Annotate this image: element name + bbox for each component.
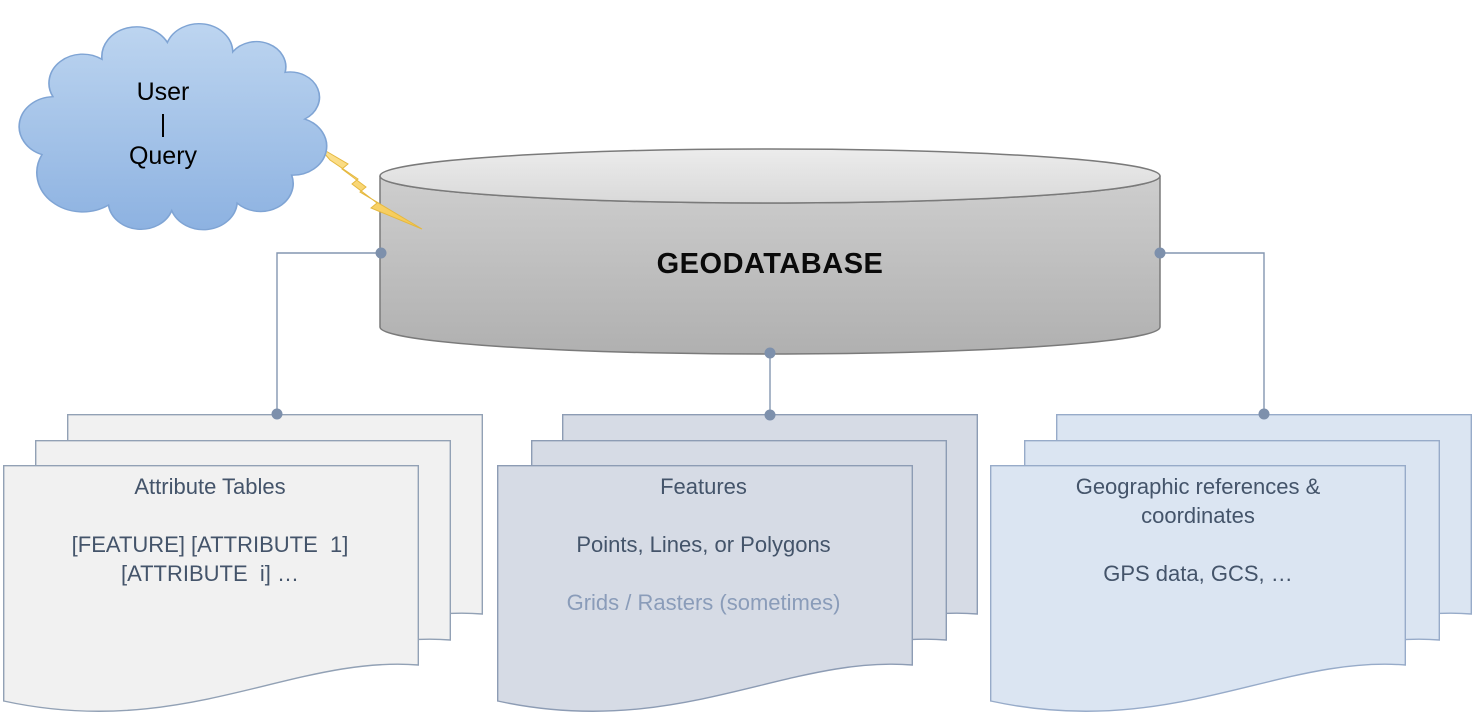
card-line: [FEATURE] [ATTRIBUTE 1] — [71, 532, 349, 557]
text-gap — [990, 530, 1406, 559]
text-gap — [497, 559, 910, 588]
text-gap — [3, 501, 417, 530]
cylinder-top — [379, 148, 1161, 204]
card-text-attribute-tables: Attribute Tables [FEATURE] [ATTRIBUTE 1]… — [3, 472, 417, 588]
cloud-label-line: | — [159, 110, 167, 138]
card-line: GPS data, GCS, … — [1103, 561, 1293, 586]
connector-line — [1160, 252, 1265, 414]
lightning-bolt-icon — [318, 146, 423, 230]
text-gap — [497, 501, 910, 530]
card-text-geographic-references: Geographic references & coordinates GPS … — [990, 472, 1406, 588]
document-card-front — [990, 465, 1406, 715]
connector-dot — [764, 347, 776, 359]
cloud-label-line: Query — [128, 142, 198, 170]
document-shape — [497, 465, 913, 712]
card-title: Attribute Tables — [134, 474, 286, 499]
connector-line — [276, 252, 381, 414]
document-card-front — [3, 465, 419, 715]
cloud-label-line: User — [136, 78, 190, 106]
document-shape — [3, 465, 419, 712]
card-line: [ATTRIBUTE i] … — [120, 561, 300, 586]
card-line-muted: Grids / Rasters (sometimes) — [566, 590, 841, 615]
geodatabase-label: GEODATABASE — [656, 248, 884, 280]
card-title: Features — [660, 474, 747, 499]
card-text-features: Features Points, Lines, or Polygons Grid… — [497, 472, 910, 617]
connector-right — [1154, 247, 1270, 420]
connector-left — [271, 247, 387, 420]
connector-middle — [764, 347, 776, 421]
cloud-label: User | Query — [63, 76, 263, 172]
card-title: Geographic references & coordinates — [1075, 474, 1327, 528]
document-card-front — [497, 465, 913, 715]
document-shape — [990, 465, 1406, 712]
card-line: Points, Lines, or Polygons — [576, 532, 831, 557]
